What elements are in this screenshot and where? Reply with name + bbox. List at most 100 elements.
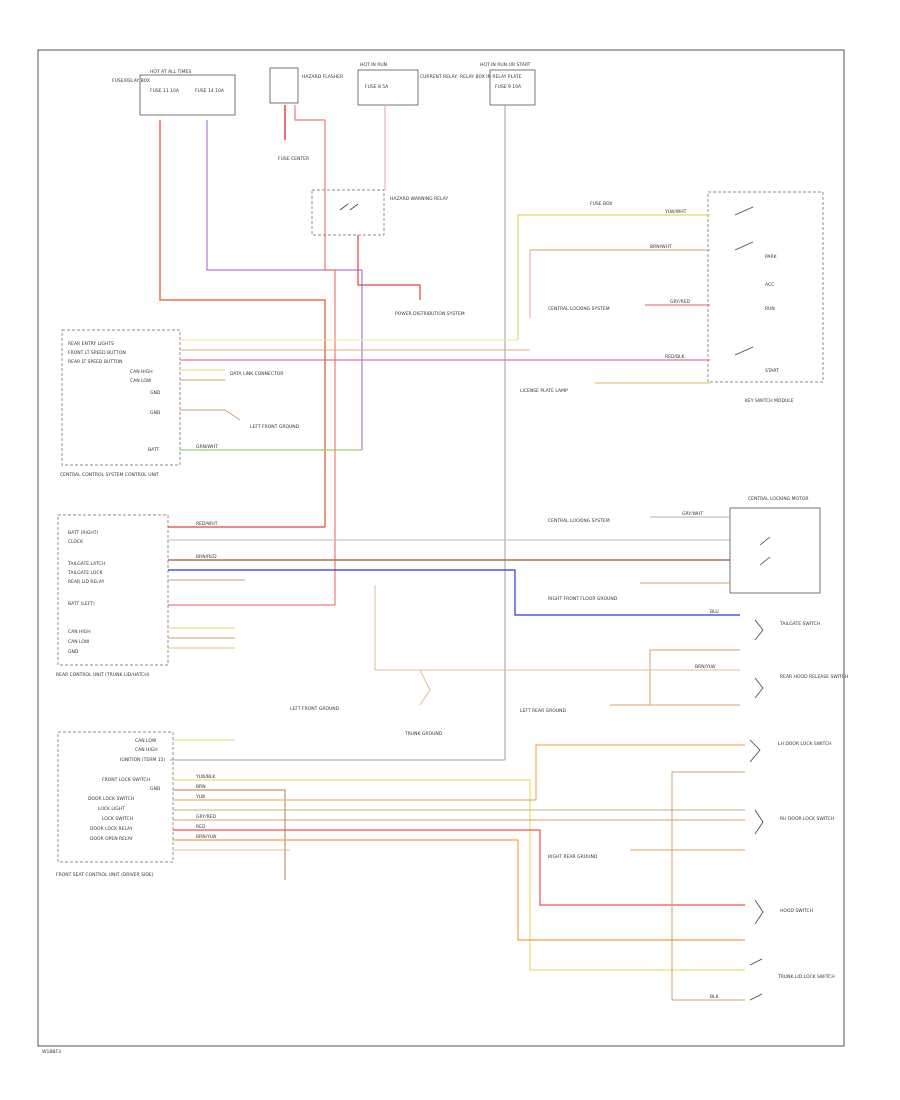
wire-label-brn-wht: BRN/WHT [650,244,672,250]
wire-label-brn-ylw: BRN/YLW [695,664,716,670]
front-pin-door-lock-relay: DOOR LOCK RELAY [90,826,133,832]
footer-code: W1BBF3 [42,1049,61,1055]
rear-module-pins: BATT (RIGHT) CLOCK TAILGATE LATCH TAILGA… [67,530,105,655]
svg-text:LH DOOR LOCK SWITCH: LH DOOR LOCK SWITCH [778,741,831,747]
wire-front-brn-gnd [173,789,286,880]
right-rear-ground-label: RIGHT REAR GROUND [548,854,598,860]
svg-text:RUN: RUN [765,306,775,312]
central-pin-rear-entry: REAR ENTRY LIGHTS [68,341,114,347]
wire-relay-out [357,235,421,300]
svg-text:FUSE BOX: FUSE BOX [590,201,612,207]
wire-label-brn-red: BRN/RED [196,554,217,560]
rear-hood-switch: REAR HOOD RELEASE SWITCH [754,674,848,699]
front-pin-can-high: CAN HIGH [135,747,158,753]
wire-label-ylw-wht: YLW/WHT [664,209,687,215]
fuse-block-hot-in-run: HOT IN RUN FUSE 8 5A CURRENT RELAY, RELA… [357,62,522,106]
wire-label-ylw: YLW [195,794,206,800]
ground-label-g1: LEFT FRONT GROUND [250,424,300,430]
central-locking-label-2: CENTRAL LOCKING SYSTEM [548,518,610,524]
central-pin-can-low: CAN LOW [130,378,152,384]
fuse-block-hot-in-start: HOT IN RUN OR START FUSE 9 10A [480,62,536,106]
central-pin-batt: BATT [148,447,159,453]
svg-text:HOOD SWITCH: HOOD SWITCH [780,908,813,914]
ground-label-g2: TRUNK GROUND [404,731,443,737]
central-locking-label-1: CENTRAL LOCKING SYSTEM [548,306,610,312]
front-pin-front-lock: FRONT LOCK SWITCH [102,777,150,783]
wire-label-gry-red-front: GRY/RED [196,814,217,820]
left-rear-ground-label: LEFT REAR GROUND [520,708,566,714]
rh-door-lock-switch: RH DOOR LOCK SWITCH [754,809,834,835]
wire-label-brn: BRN [196,784,206,790]
wire-label-blk: BLK [710,994,720,1000]
hood-switch: HOOD SWITCH [754,899,813,925]
svg-text:PARK: PARK [765,254,778,260]
svg-text:START: START [765,368,779,374]
svg-text:FRONT SEAT CONTROL UNIT (DRIVE: FRONT SEAT CONTROL UNIT (DRIVER SIDE) [56,872,154,878]
central-pin-gnd-1: GND [150,390,161,396]
fuse-center-label: FUSE CENTER [278,156,309,162]
wire-label-brn-ylw-front: BRN/YLW [196,834,217,840]
front-pin-can-low: CAN LOW [135,738,157,744]
svg-text:CENTRAL CONTROL SYSTEM CONTROL: CENTRAL CONTROL SYSTEM CONTROL UNIT [60,472,159,478]
svg-text:HAZARD WARNING RELAY: HAZARD WARNING RELAY [390,196,448,202]
fuse-block-hot-at-all-times: HOT AT ALL TIMES FUSE/RELAY BOX FUSE 11 … [112,69,236,116]
svg-text:HOT IN RUN: HOT IN RUN [360,62,387,68]
wire-blue-lock [168,569,740,616]
svg-text:FUSE 11 10A: FUSE 11 10A [150,88,180,94]
svg-text:FUSE 8 5A: FUSE 8 5A [365,84,389,90]
wire-trunk-ground [419,669,431,706]
wire-label-gry-wht: GRY/WHT [682,511,703,517]
rear-pin-can-low: CAN LOW [68,639,90,645]
front-pin-door-open-relay: DOOR OPEN RELAY [90,836,133,842]
wire-label-red: RED [196,824,206,830]
rear-pin-gnd: GND [68,649,79,655]
tailgate-switch: TAILGATE SWITCH [754,619,820,641]
license-lamp-label: LICENSE PLATE LAMP [520,388,568,394]
key-switch-module: FUSE BOX KEY SWITCH MODULE PARK ACC RUN … [590,191,824,404]
svg-text:FUSE 9 10A: FUSE 9 10A [495,84,522,90]
wire-label-red-blk: RED/BLK [665,354,686,360]
wire-front-red-relay [173,829,745,906]
svg-text:REAR HOOD RELEASE SWITCH: REAR HOOD RELEASE SWITCH [780,674,848,680]
front-pin-lock-light: LOCK LIGHT [98,806,125,812]
front-pin-gnd: GND [150,786,161,792]
svg-text:HOT AT ALL TIMES: HOT AT ALL TIMES [150,69,191,75]
svg-text:HOT IN RUN OR START: HOT IN RUN OR START [480,62,531,68]
data-link-label: DATA LINK CONNECTOR [230,371,283,377]
front-seat-control-module: FRONT SEAT CONTROL UNIT (DRIVER SIDE) [56,731,174,878]
wire-label-red-wht: RED/WHT [196,521,218,527]
wire-lh-door-ground [671,771,745,1000]
wire-front-ylw-lock [173,779,745,971]
central-locking-motor: CENTRAL LOCKING MOTOR [729,496,821,594]
wire-hood-release [374,585,740,671]
rear-pin-tailgate-lock: TAILGATE LOCK [67,570,104,576]
rear-pin-batt-right: BATT (RIGHT) [68,530,98,536]
wire-front-brn-open [173,839,745,941]
rear-pin-tailgate-latch: TAILGATE LATCH [67,561,105,567]
wire-label-blu: BLU [710,609,719,615]
power-distribution-label: POWER DISTRIBUTION SYSTEM [395,311,465,317]
front-pin-ignition: IGNITION (TERM 15) [120,757,165,763]
svg-text:KEY SWITCH MODULE: KEY SWITCH MODULE [745,398,794,404]
rear-pin-can-high: CAN HIGH [68,629,91,635]
right-front-ground-label: RIGHT FRONT FLOOR GROUND [548,596,618,602]
svg-text:CURRENT RELAY, RELAY BOX IN RE: CURRENT RELAY, RELAY BOX IN RELAY PLATE [420,74,522,80]
svg-text:FUSE/RELAY BOX: FUSE/RELAY BOX [112,78,150,84]
wire-red-orange-main [159,120,326,527]
wire-start-feed [170,105,506,761]
wire-pink-hot-in-run [294,105,336,605]
front-pin-door-lock: DOOR LOCK SWITCH [88,796,134,802]
lh-door-lock-switch: LH DOOR LOCK SWITCH [749,739,831,763]
central-pin-gnd-2: GND [150,410,161,416]
wire-label-grn-wht: GRN/WHT [196,444,218,450]
rear-pin-batt-left: BATT (LEFT) [68,601,95,607]
svg-text:CENTRAL LOCKING MOTOR: CENTRAL LOCKING MOTOR [748,496,809,502]
wire-label-gry-red: GRY/RED [670,299,691,305]
svg-text:FUSE 14 10A: FUSE 14 10A [195,88,225,94]
front-module-pins: CAN LOW CAN HIGH IGNITION (TERM 15) FRON… [88,738,165,842]
svg-text:HAZARD FLASHER: HAZARD FLASHER [302,74,343,80]
diagram-frame [37,49,845,1047]
hazard-flasher: HAZARD FLASHER [269,67,343,104]
central-pin-can-high: CAN HIGH [130,369,153,375]
